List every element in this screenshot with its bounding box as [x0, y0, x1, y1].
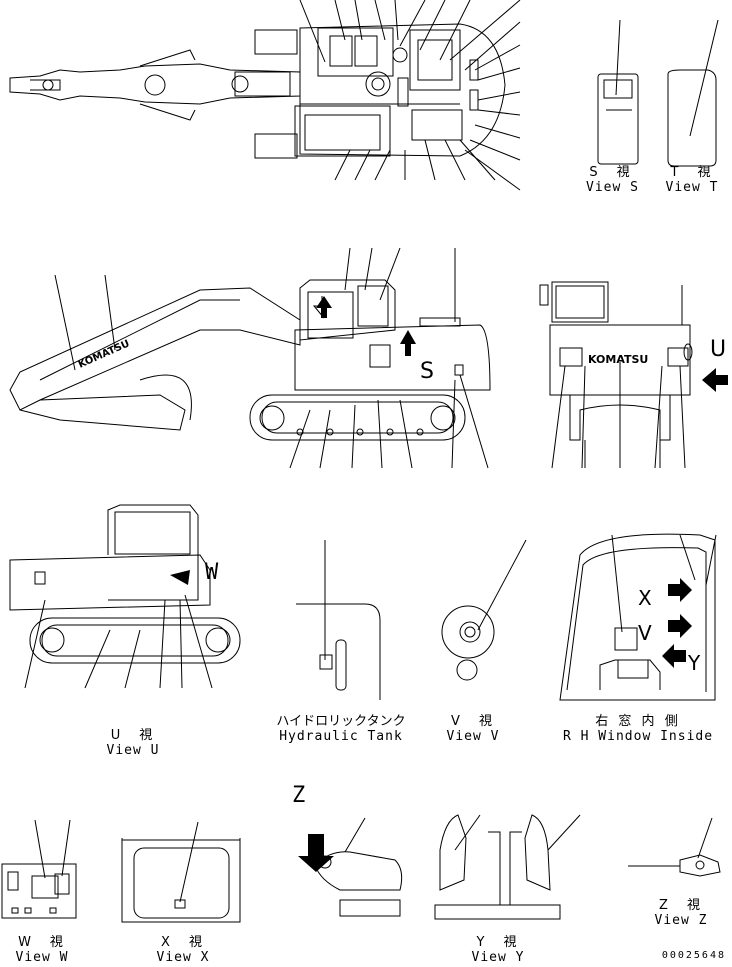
svg-text:U: U — [710, 337, 726, 362]
caption-view-w-en: View W — [15, 950, 69, 965]
caption-view-s: S 視 View S — [586, 165, 639, 195]
svg-text:KOMATSU: KOMATSU — [77, 338, 132, 370]
view-w-drawing — [1, 819, 77, 919]
view-v-drawing — [441, 539, 527, 681]
caption-view-t: T 視 View T — [664, 165, 720, 195]
caption-view-z: Z 視 View Z — [653, 898, 709, 928]
caption-view-u: U 視 View U — [104, 728, 162, 758]
svg-text:KOMATSU: KOMATSU — [588, 353, 648, 366]
view-letter-z: Z — [292, 783, 307, 808]
document-number: 00025648 — [661, 950, 726, 961]
caption-view-t-en: View T — [665, 180, 719, 195]
caption-view-z-en: View Z — [654, 913, 708, 928]
caption-view-v: V 視 View V — [445, 714, 501, 744]
caption-view-u-en: View U — [106, 743, 160, 758]
caption-view-t-jp: T 視 — [670, 165, 714, 180]
caption-view-w: W 視 View W — [14, 935, 70, 965]
caption-view-x-en: View X — [156, 950, 210, 965]
svg-text:V: V — [638, 621, 652, 645]
caption-rh-window: 右 窓 内 側 R H Window Inside — [563, 714, 713, 744]
caption-view-x: X 視 View X — [155, 935, 211, 965]
svg-text:X: X — [638, 586, 652, 610]
caption-hydraulic-tank-en: Hydraulic Tank — [279, 729, 403, 744]
svg-text:S: S — [420, 359, 434, 384]
rh-window-drawing: X V Y — [559, 533, 717, 701]
caption-rh-window-en: R H Window Inside — [563, 729, 714, 744]
view-u-drawing — [9, 504, 241, 689]
svg-text:Y: Y — [687, 651, 701, 675]
caption-view-v-jp: V 視 — [451, 714, 495, 729]
caption-view-y: Y 視 View Y — [470, 935, 526, 965]
view-s-drawing — [597, 19, 639, 165]
view-y-drawing — [298, 814, 581, 920]
caption-view-y-jp: Y 視 — [476, 935, 520, 950]
caption-view-u-jp: U 視 — [110, 728, 156, 743]
view-letter-w: W — [205, 560, 220, 585]
caption-view-s-jp: S 視 — [589, 165, 633, 180]
caption-view-s-en: View S — [586, 180, 639, 195]
caption-view-v-en: View V — [446, 729, 500, 744]
top-plan-view — [9, 0, 521, 191]
caption-view-w-jp: W 視 — [18, 935, 66, 950]
caption-hydraulic-tank-jp: ハイドロリックタンク — [276, 714, 406, 729]
caption-view-y-en: View Y — [471, 950, 525, 965]
side-view-left: KOMATSU S — [9, 247, 491, 469]
caption-hydraulic-tank: ハイドロリックタンク Hydraulic Tank — [276, 714, 406, 744]
view-t-drawing — [667, 19, 719, 167]
hydraulic-tank-drawing — [296, 540, 381, 700]
caption-rh-window-jp: 右 窓 内 側 — [595, 714, 681, 729]
caption-view-z-jp: Z 視 — [659, 898, 703, 913]
view-z-drawing — [628, 817, 721, 877]
view-x-drawing — [121, 821, 241, 923]
caption-view-x-jp: X 視 — [161, 935, 205, 950]
rear-view: KOMATSU U — [539, 281, 728, 469]
